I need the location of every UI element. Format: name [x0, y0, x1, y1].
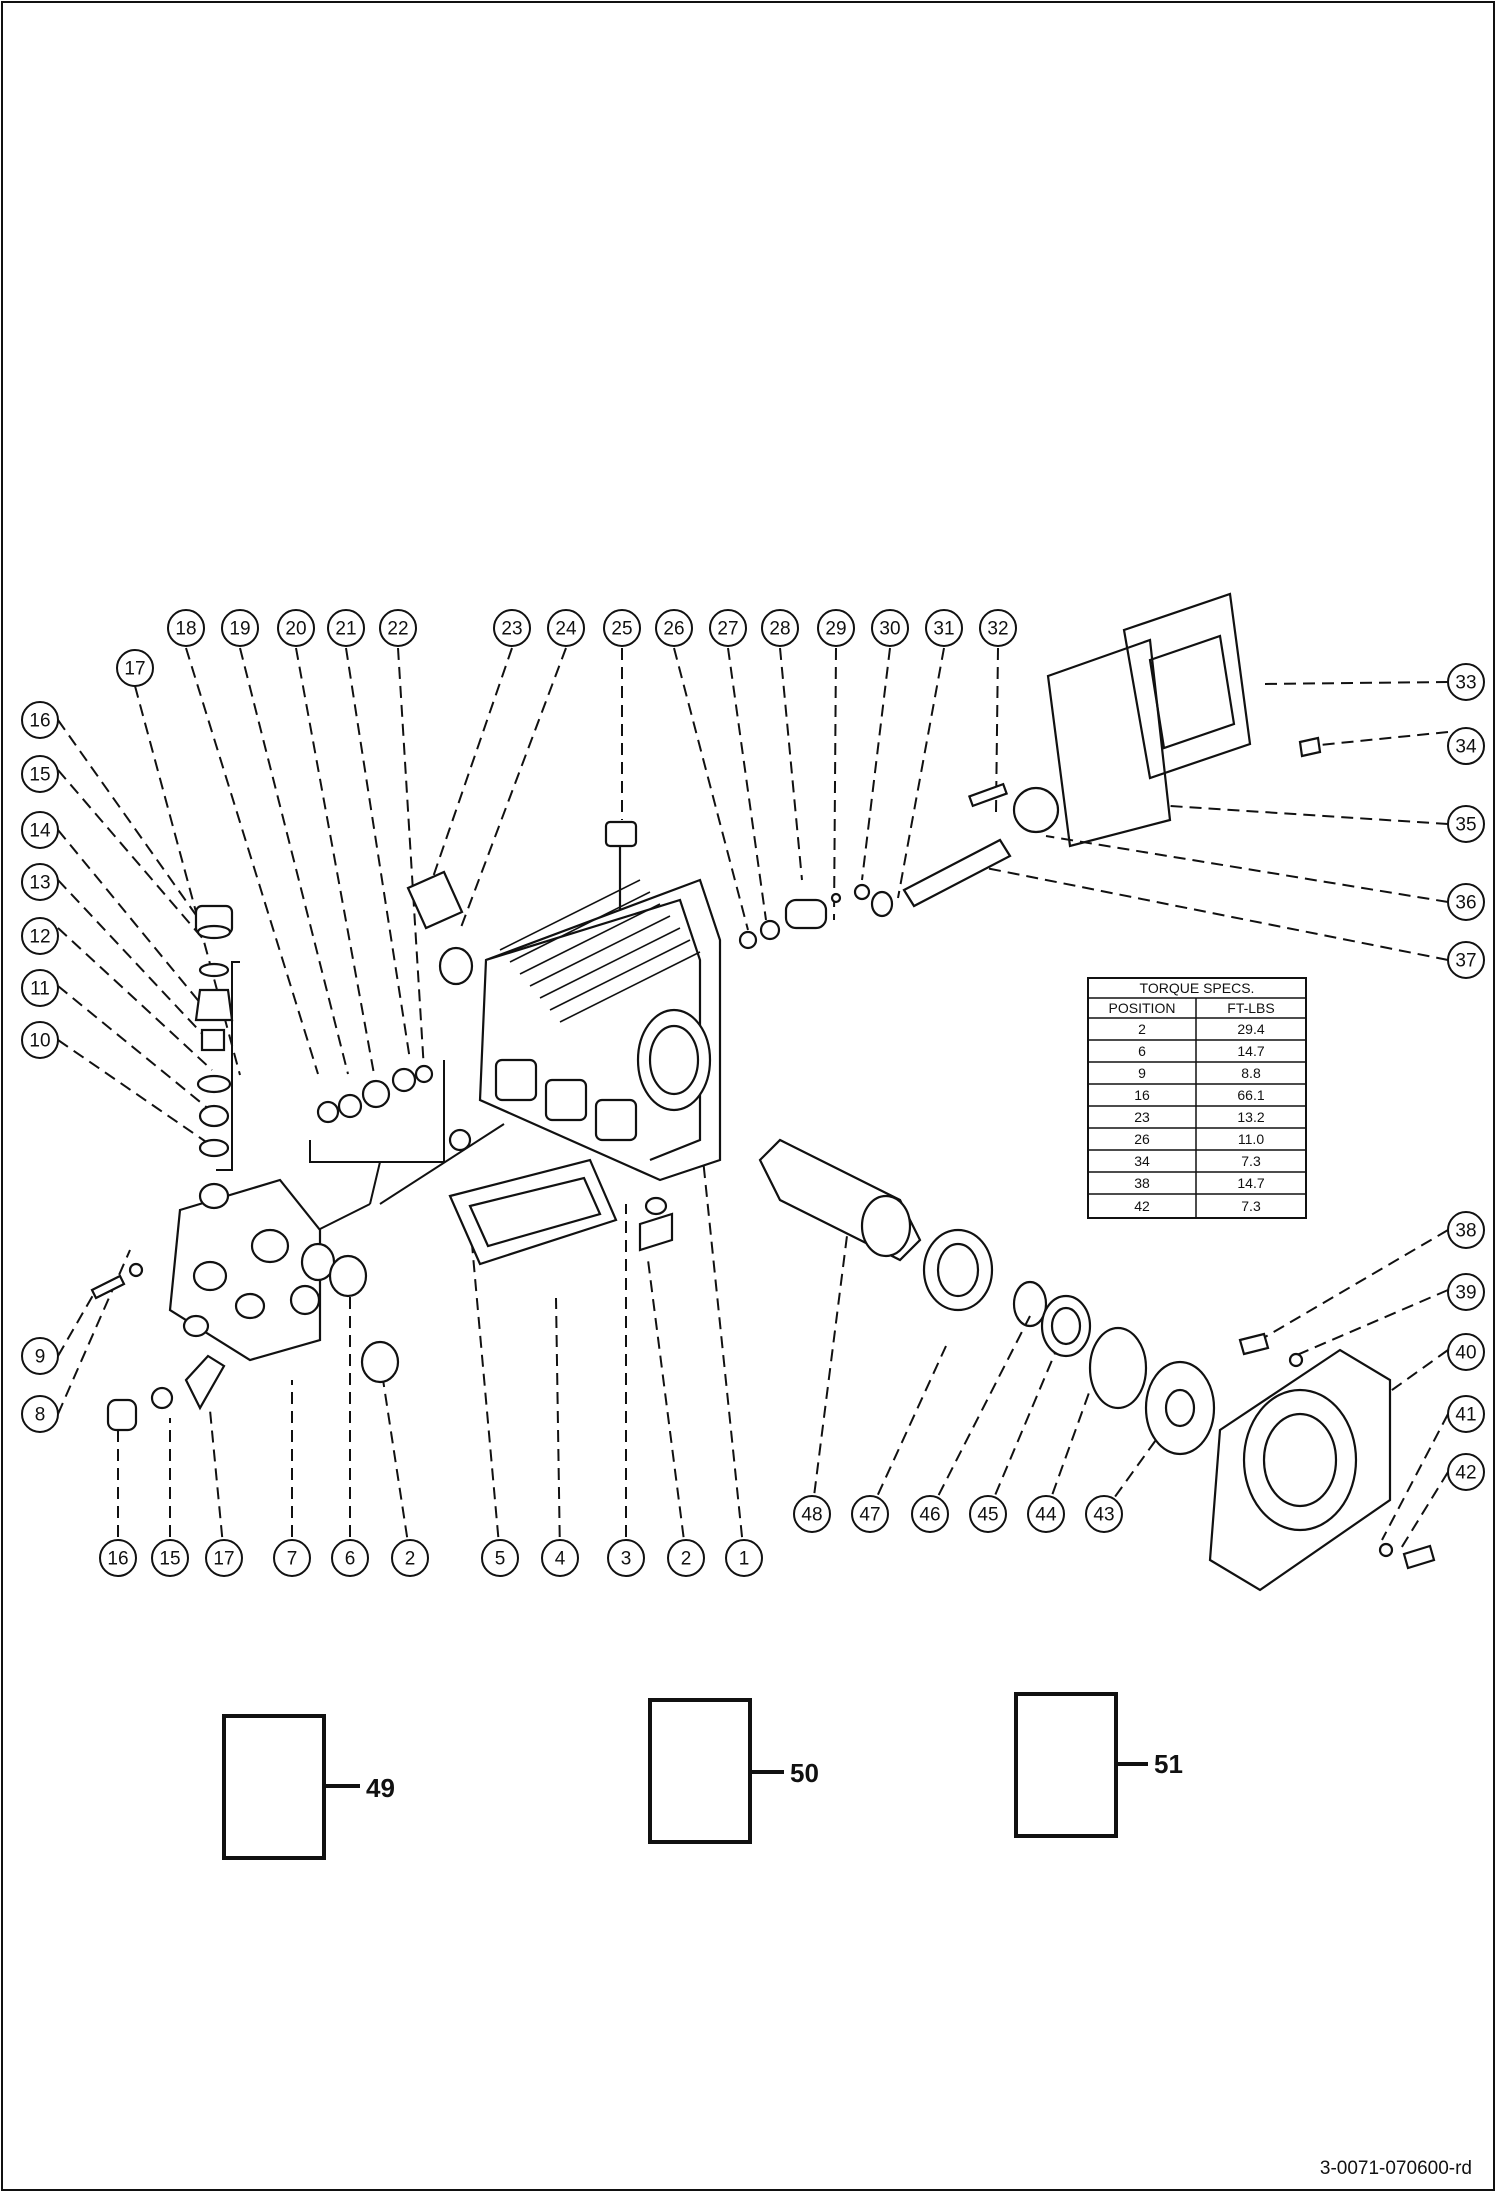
kit-box-50	[648, 1698, 752, 1844]
callout-42: 42	[1455, 1463, 1476, 1484]
kit-label-51: 51	[1154, 1749, 1183, 1779]
callout-32: 32	[987, 619, 1008, 640]
crankcase-part	[478, 878, 722, 1182]
torque-val: 66.1	[1237, 1087, 1264, 1103]
callout-10: 10	[29, 1031, 50, 1052]
callout-21: 21	[335, 619, 356, 640]
callout-bubbles	[21, 609, 1485, 1577]
callout-13: 13	[29, 873, 50, 894]
torque-pos: 34	[1134, 1153, 1150, 1169]
callout-19: 19	[229, 619, 250, 640]
callout-17-top: 17	[124, 659, 145, 680]
torque-pos: 6	[1138, 1043, 1146, 1059]
callout-29: 29	[825, 619, 846, 640]
callout-14: 14	[29, 821, 51, 842]
torque-pos: 23	[1134, 1109, 1150, 1125]
callout-24: 24	[555, 619, 577, 640]
kit-box-51	[1014, 1692, 1118, 1838]
kit-label-50: 50	[790, 1758, 819, 1788]
manifold-head-part	[168, 1178, 322, 1362]
callout-27: 27	[717, 619, 738, 640]
callout-16-bottom: 16	[107, 1549, 128, 1570]
leader-lines	[57, 647, 1449, 1557]
callout-38: 38	[1455, 1221, 1476, 1242]
torque-pos: 42	[1134, 1198, 1150, 1214]
torque-val: 13.2	[1237, 1109, 1264, 1125]
callout-6: 6	[345, 1549, 356, 1570]
callout-41: 41	[1455, 1405, 1476, 1426]
callout-8: 8	[35, 1405, 46, 1426]
callout-16: 16	[29, 711, 50, 732]
torque-val: 7.3	[1241, 1153, 1261, 1169]
callout-1: 1	[739, 1549, 750, 1570]
torque-pos: 38	[1134, 1175, 1150, 1191]
callout-3: 3	[621, 1549, 632, 1570]
crankshaft-part	[758, 1138, 922, 1262]
torque-val: 7.3	[1241, 1198, 1261, 1214]
callout-30: 30	[879, 619, 900, 640]
torque-pos: 16	[1134, 1087, 1150, 1103]
callout-25: 25	[611, 619, 632, 640]
torque-pos: 26	[1134, 1131, 1150, 1147]
callout-2-b: 2	[681, 1549, 692, 1570]
callout-40: 40	[1455, 1343, 1476, 1364]
torque-val: 14.7	[1237, 1043, 1264, 1059]
callout-7: 7	[287, 1549, 298, 1570]
callout-33: 33	[1455, 673, 1476, 694]
callout-5: 5	[495, 1549, 506, 1570]
torque-pos: 9	[1138, 1065, 1146, 1081]
callout-34: 34	[1455, 737, 1477, 758]
callout-9: 9	[35, 1347, 46, 1368]
callout-15-bottom: 15	[159, 1549, 180, 1570]
kit-boxes	[222, 1692, 1148, 1860]
rear-cover-part	[1046, 592, 1252, 848]
torque-pos: 2	[1138, 1021, 1146, 1037]
callout-26: 26	[663, 619, 684, 640]
flange-part	[1208, 1348, 1392, 1592]
torque-val: 8.8	[1241, 1065, 1261, 1081]
callout-47: 47	[859, 1505, 880, 1526]
callout-44: 44	[1035, 1505, 1057, 1526]
callout-11: 11	[30, 979, 50, 1000]
callout-23: 23	[501, 619, 522, 640]
callout-31: 31	[933, 619, 954, 640]
callout-36: 36	[1455, 893, 1476, 914]
callout-18: 18	[175, 619, 196, 640]
torque-val: 11.0	[1238, 1131, 1264, 1147]
callout-12: 12	[29, 927, 50, 948]
callout-45: 45	[977, 1505, 998, 1526]
torque-title: TORQUE SPECS.	[1140, 980, 1255, 996]
torque-val: 14.7	[1237, 1175, 1264, 1191]
callout-20: 20	[285, 619, 306, 640]
parts-drawing	[90, 592, 1436, 1592]
callout-labels: 18 19 20 21 22 23 24 25 26 27 28 29 30 3…	[29, 619, 1477, 1570]
callout-4: 4	[555, 1549, 566, 1570]
callout-48: 48	[801, 1505, 822, 1526]
callout-22: 22	[387, 619, 408, 640]
kit-label-49: 49	[366, 1773, 395, 1803]
callout-2-a: 2	[405, 1549, 416, 1570]
callout-15: 15	[29, 765, 50, 786]
document-code: 3-0071-070600-rd	[1319, 2158, 1472, 2179]
bracket-lines	[216, 961, 505, 1247]
callout-39: 39	[1455, 1283, 1476, 1304]
torque-specs-table: TORQUE SPECS. POSITION FT-LBS 2 29.4 6 1…	[1087, 977, 1307, 1219]
callout-17-bottom: 17	[213, 1549, 234, 1570]
callout-35: 35	[1455, 815, 1476, 836]
kit-box-49	[222, 1714, 326, 1860]
torque-val: 29.4	[1237, 1021, 1264, 1037]
callout-43: 43	[1093, 1505, 1114, 1526]
callout-28: 28	[769, 619, 790, 640]
torque-col-value: FT-LBS	[1227, 1000, 1274, 1016]
callout-37: 37	[1455, 951, 1476, 972]
torque-col-position: POSITION	[1109, 1000, 1176, 1016]
callout-46: 46	[919, 1505, 940, 1526]
